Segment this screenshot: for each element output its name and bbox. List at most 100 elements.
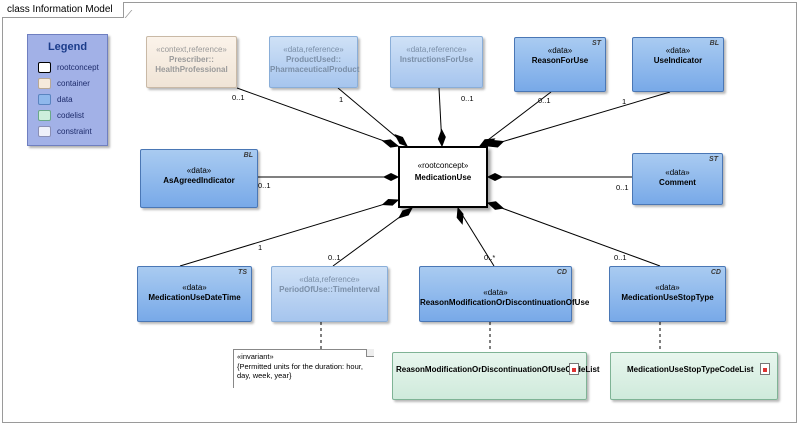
- multiplicity-comment: 0..1: [616, 183, 629, 192]
- note-fold-corner: [366, 349, 374, 357]
- assoc-reason-for-use: [479, 91, 552, 147]
- type-tag: CD: [556, 269, 567, 276]
- class-name: PharmaceuticalProduct: [270, 65, 360, 74]
- class-name: ReasonForUse: [531, 56, 589, 65]
- diamond-comment: [486, 172, 504, 182]
- type-tag: ST: [709, 156, 718, 163]
- diamond-date-time: [381, 198, 400, 206]
- multiplicity-prescriber: 0..1: [232, 93, 245, 102]
- stereotype: «data»: [665, 168, 690, 177]
- stereotype: «data»: [483, 288, 508, 297]
- diamond-prescriber: [381, 139, 400, 148]
- multiplicity-reason-modification: 0..*: [484, 253, 496, 262]
- class-name: MedicationUse: [414, 173, 472, 182]
- legend-swatch: [38, 62, 51, 73]
- legend-label: container: [57, 79, 90, 88]
- multiplicity-date-time: 1: [258, 243, 263, 252]
- stereotype: «data»: [186, 166, 212, 175]
- diamond-stop-type: [486, 201, 505, 210]
- type-tag: TS: [238, 269, 247, 276]
- stereotype: «data,reference»: [283, 45, 344, 54]
- legend: Legend rootconcept container data codeli…: [27, 34, 108, 146]
- assoc-product-used: [337, 87, 408, 147]
- class-prescriber[interactable]: «context,reference» Prescriber:: HealthP…: [146, 36, 237, 88]
- diamond-product-used: [394, 134, 409, 147]
- class-reason-modification[interactable]: CD «data» ReasonModificationOrDiscontinu…: [419, 266, 590, 322]
- type-tag: ST: [592, 40, 601, 47]
- class-medication-use[interactable]: «rootconcept» MedicationUse: [398, 146, 488, 208]
- multiplicity-stop-type: 0..1: [614, 253, 627, 262]
- type-tag: BL: [243, 152, 253, 159]
- multiplicity-instructions: 0..1: [461, 94, 474, 103]
- class-reason-for-use[interactable]: ST «data» ReasonForUse: [514, 37, 606, 92]
- class-period-of-use[interactable]: «data,reference» PeriodOfUse::TimeInterv…: [271, 266, 388, 322]
- class-name: ReasonModificationOrDiscontinuationOfUse: [420, 298, 590, 307]
- diamond-as-agreed: [382, 172, 400, 182]
- document-icon: [569, 363, 579, 375]
- diamond-reason-for-use: [478, 138, 496, 147]
- frame-title: class Information Model: [2, 2, 124, 18]
- diamond-use-indicator: [486, 139, 505, 148]
- class-name: InstructionsForUse: [399, 55, 474, 64]
- class-name: Comment: [659, 178, 696, 187]
- stereotype: «data»: [655, 283, 680, 292]
- class-medication-use-date-time[interactable]: TS «data» MedicationUseDateTime: [137, 266, 252, 322]
- legend-label: rootconcept: [57, 63, 99, 72]
- stereotype: «context,reference»: [156, 45, 227, 54]
- class-comment[interactable]: ST «data» Comment: [632, 153, 723, 205]
- class-product-used[interactable]: «data,reference» ProductUsed:: Pharmaceu…: [269, 36, 360, 88]
- codelist-reason-modification[interactable]: ReasonModificationOrDiscontinuationOfUse…: [392, 352, 600, 400]
- class-name: PeriodOfUse::TimeInterval: [279, 285, 380, 294]
- diamond-reason-modification: [456, 206, 464, 225]
- class-name: AsAgreedIndicator: [163, 176, 235, 185]
- stereotype: «data»: [547, 46, 573, 55]
- codelist-name: ReasonModificationOrDiscontinuationOfUse…: [396, 365, 600, 374]
- assoc-date-time: [179, 199, 399, 267]
- assoc-prescriber: [236, 87, 399, 147]
- multiplicity-as-agreed: 0..1: [258, 181, 271, 190]
- stereotype: «data,reference»: [406, 45, 467, 54]
- legend-label: codelist: [57, 111, 85, 120]
- assoc-reason-modification: [457, 207, 495, 267]
- diamond-instructions: [437, 128, 446, 148]
- legend-label: constraint: [57, 127, 92, 136]
- codelist-medication-use-stop-type[interactable]: MedicationUseStopTypeCodeList: [610, 352, 778, 400]
- document-icon: [760, 363, 770, 375]
- class-medication-use-stop-type[interactable]: CD «data» MedicationUseStopType: [609, 266, 726, 322]
- stereotype: «data»: [665, 46, 691, 55]
- note-text-line: day, week, year}: [237, 371, 292, 380]
- class-name: ProductUsed::: [285, 55, 342, 64]
- class-as-agreed-indicator[interactable]: BL «data» AsAgreedIndicator: [140, 149, 258, 208]
- class-name: UseIndicator: [653, 56, 703, 65]
- legend-swatch: [38, 94, 51, 105]
- class-name: HealthProfessional: [155, 65, 228, 74]
- legend-swatch: [38, 78, 51, 89]
- assoc-stop-type: [487, 202, 661, 267]
- assoc-use-indicator: [487, 91, 671, 147]
- multiplicity-period-of-use: 0..1: [328, 253, 341, 262]
- legend-swatch: [38, 126, 51, 137]
- codelist-name: MedicationUseStopTypeCodeList: [627, 365, 754, 374]
- type-tag: CD: [710, 269, 721, 276]
- note-stereotype: «invariant»: [237, 352, 274, 361]
- invariant-note[interactable]: «invariant» {Permitted units for the dur…: [233, 349, 374, 388]
- stereotype: «data,reference»: [299, 275, 360, 284]
- multiplicity-product-used: 1: [339, 95, 344, 104]
- type-tag: BL: [709, 40, 719, 47]
- class-use-indicator[interactable]: BL «data» UseIndicator: [632, 37, 724, 92]
- legend-title: Legend: [47, 41, 88, 53]
- multiplicity-use-indicator: 1: [622, 97, 627, 106]
- class-name: Prescriber::: [169, 55, 214, 64]
- note-text-line: {Permitted units for the duration: hour,: [237, 361, 363, 371]
- multiplicity-reason-for-use: 0..1: [538, 96, 551, 105]
- stereotype: «data»: [182, 283, 207, 292]
- class-instructions-for-use[interactable]: «data,reference» InstructionsForUse: [390, 36, 483, 88]
- class-name: MedicationUseDateTime: [148, 293, 241, 302]
- legend-label: data: [57, 95, 73, 104]
- legend-swatch: [38, 110, 51, 121]
- stereotype: «rootconcept»: [417, 161, 469, 170]
- diamond-period-of-use: [398, 207, 414, 219]
- class-name: MedicationUseStopType: [621, 293, 714, 302]
